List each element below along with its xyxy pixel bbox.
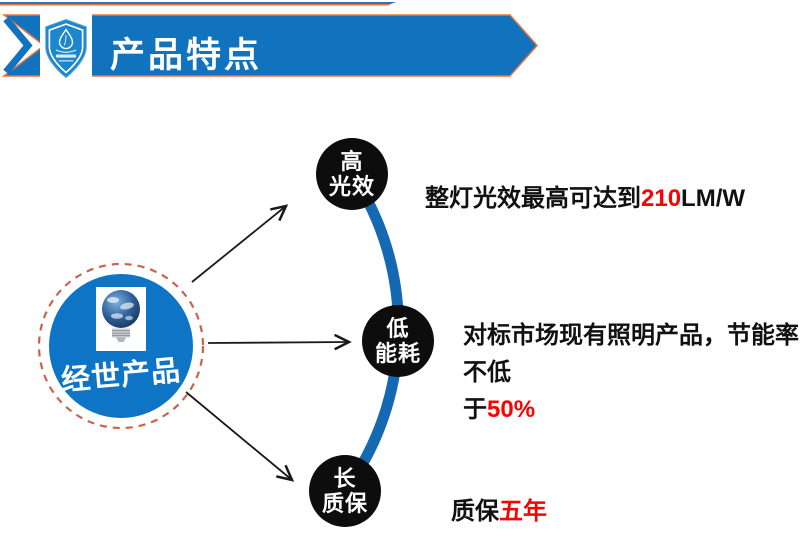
earth-lightbulb-icon: [102, 290, 140, 342]
arrow-to-high-efficiency: [191, 206, 286, 283]
desc-text-part: 质保: [451, 498, 499, 525]
node-circle-high-efficiency: [316, 138, 388, 210]
node-label-high-efficiency: 高 光效: [292, 149, 412, 199]
top-accent-line-orange: [0, 4, 391, 6]
dashed-ring: [37, 262, 205, 430]
desc-text-part: 整灯光效最高可达到: [425, 185, 641, 212]
bulb-image: [96, 287, 146, 351]
node-label-low-energy: 低 能耗: [338, 316, 458, 366]
desc-text-part: 50%: [487, 396, 536, 423]
logo-box: [40, 10, 92, 88]
chevron-right-icon: [3, 16, 33, 75]
node-desc-long-warranty: 质保五年: [451, 493, 547, 530]
page-title: 产品特点: [110, 36, 263, 75]
shield-logo-icon: [45, 18, 87, 79]
node-label-line: 光效: [328, 174, 375, 199]
node-label-line: 长: [333, 466, 357, 491]
desc-text-part: 于: [463, 396, 487, 423]
desc-text-part: 210: [641, 185, 682, 212]
desc-text-part: LM/W: [681, 185, 746, 212]
desc-text-part: 对标市场现有照明产品，节能率不低: [463, 322, 799, 386]
node-circle-long-warranty: [309, 455, 381, 527]
node-label-line: 能耗: [374, 341, 421, 366]
desc-text-part: 五年: [499, 498, 547, 525]
node-desc-high-efficiency: 整灯光效最高可达到210LM/W: [425, 180, 745, 217]
node-label-long-warranty: 长 质保: [285, 466, 405, 516]
header-banner: [0, 2, 539, 77]
diagram-graphics: [37, 138, 434, 527]
top-accent-line: [0, 2, 396, 4]
arrow-to-low-energy: [207, 342, 349, 343]
node-label-line: 低: [386, 316, 410, 341]
node-desc-low-energy: 对标市场现有照明产品，节能率不低 于50%: [463, 317, 800, 428]
node-circle-low-energy: [362, 305, 434, 377]
arrow-to-long-warranty: [185, 391, 292, 480]
node-label-line: 质保: [321, 491, 368, 516]
desc-line: 对标市场现有照明产品，节能率不低: [463, 317, 800, 391]
node-label-line: 高: [340, 149, 364, 174]
desc-line: 于50%: [463, 391, 800, 428]
